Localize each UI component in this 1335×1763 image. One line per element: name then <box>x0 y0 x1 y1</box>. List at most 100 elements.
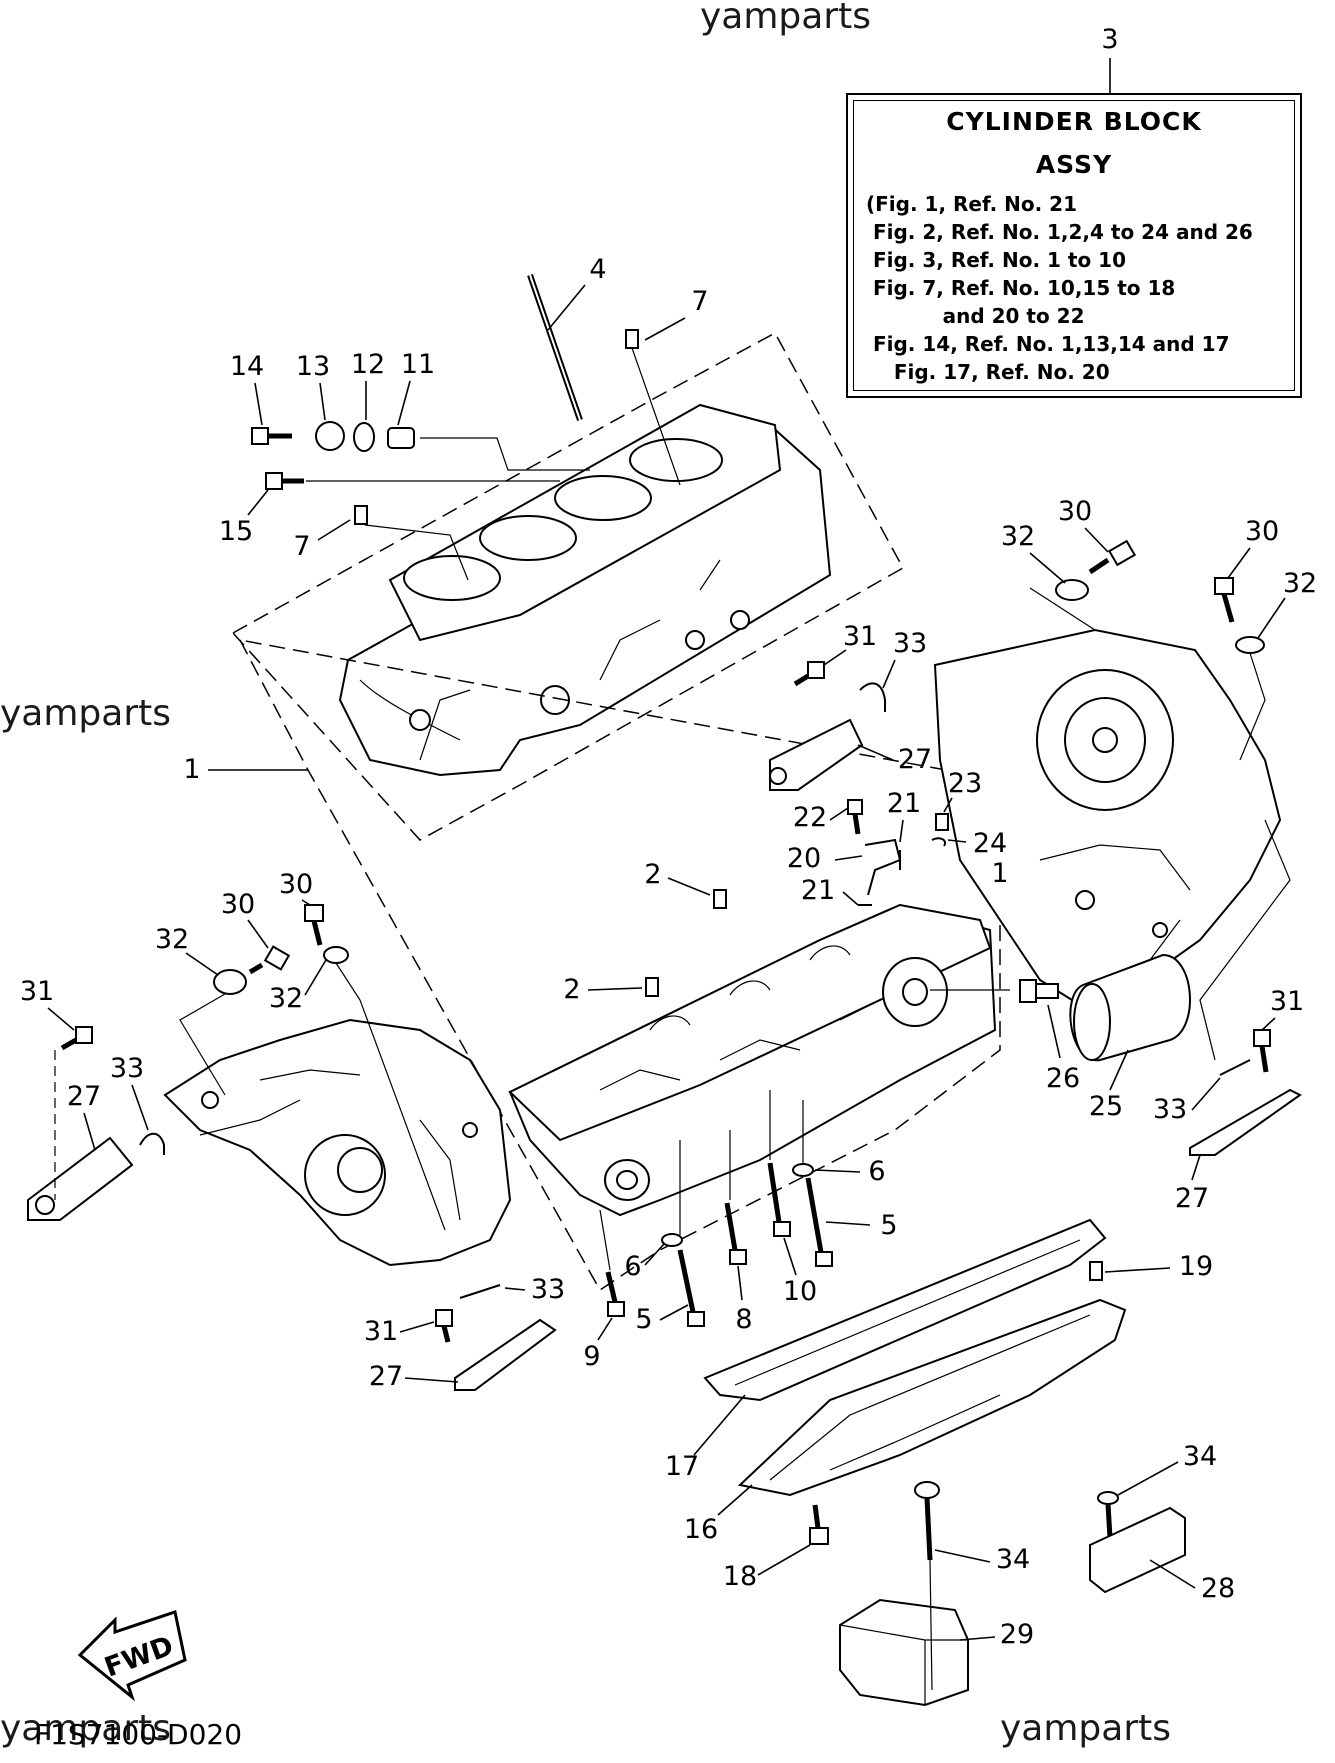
callout-30d[interactable]: 30 <box>279 869 313 900</box>
stud-bolt-4[interactable] <box>527 274 583 421</box>
callout-6a[interactable]: 6 <box>868 1156 885 1187</box>
dowel-pin-2b[interactable] <box>645 977 659 997</box>
callout-27a[interactable]: 27 <box>898 744 932 775</box>
callout-28[interactable]: 28 <box>1201 1573 1235 1604</box>
washer-6b[interactable] <box>661 1233 683 1247</box>
callout-17[interactable]: 17 <box>665 1451 699 1482</box>
bolt-8[interactable] <box>724 1202 747 1265</box>
callout-30b[interactable]: 30 <box>1245 516 1279 547</box>
callout-31d[interactable]: 31 <box>364 1316 398 1347</box>
callout-6b[interactable]: 6 <box>624 1251 641 1282</box>
crankcase-lower[interactable] <box>508 903 997 1217</box>
callout-2b[interactable]: 2 <box>563 974 580 1005</box>
bracket-27a[interactable] <box>769 718 864 791</box>
plug-11[interactable] <box>387 427 415 449</box>
callout-20[interactable]: 20 <box>787 843 821 874</box>
callout-7b[interactable]: 7 <box>293 531 310 562</box>
washer-32b[interactable] <box>1235 636 1265 654</box>
oil-pan-gasket-17[interactable] <box>703 1218 1107 1402</box>
callout-24[interactable]: 24 <box>973 828 1007 859</box>
cylinder-block-upper[interactable] <box>231 331 905 841</box>
clip-33b[interactable] <box>1219 1059 1251 1076</box>
bolt-31b[interactable] <box>1253 1029 1271 1073</box>
callout-31b[interactable]: 31 <box>1270 986 1304 1017</box>
callout-33b[interactable]: 33 <box>1153 1094 1187 1125</box>
callout-1b[interactable]: 1 <box>991 858 1008 889</box>
bolt-22[interactable] <box>847 799 863 835</box>
callout-25[interactable]: 25 <box>1089 1091 1123 1122</box>
callout-34a[interactable]: 34 <box>1183 1441 1217 1472</box>
bolt-34b[interactable] <box>914 1481 940 1561</box>
clip-33d[interactable] <box>459 1284 501 1299</box>
callout-26[interactable]: 26 <box>1046 1063 1080 1094</box>
bolt-34a[interactable] <box>1097 1491 1119 1539</box>
callout-32c[interactable]: 32 <box>155 924 189 955</box>
bolt-15[interactable] <box>265 472 304 490</box>
callout-21b[interactable]: 21 <box>801 875 835 906</box>
washer-32d[interactable] <box>323 946 349 964</box>
bolt-31d[interactable] <box>435 1309 453 1343</box>
callout-33d[interactable]: 33 <box>531 1274 565 1305</box>
callout-11[interactable]: 11 <box>401 349 435 380</box>
bracket-27b[interactable] <box>1189 1088 1302 1156</box>
callout-34b[interactable]: 34 <box>996 1544 1030 1575</box>
callout-9[interactable]: 9 <box>583 1341 600 1372</box>
callout-22[interactable]: 22 <box>793 802 827 833</box>
callout-5b[interactable]: 5 <box>635 1304 652 1335</box>
callout-10[interactable]: 10 <box>783 1276 817 1307</box>
bolt-30d[interactable] <box>304 904 324 946</box>
oil-pan-16[interactable] <box>737 1298 1127 1497</box>
bolt-31c[interactable] <box>60 1026 93 1051</box>
dowel-pin-2a[interactable] <box>713 889 727 909</box>
callout-23[interactable]: 23 <box>948 768 982 799</box>
callout-18[interactable]: 18 <box>723 1561 757 1592</box>
callout-14[interactable]: 14 <box>230 351 264 382</box>
callout-4[interactable]: 4 <box>589 254 606 285</box>
bracket-28[interactable] <box>1089 1506 1186 1594</box>
callout-32b[interactable]: 32 <box>1283 568 1317 599</box>
damper-29[interactable] <box>839 1598 969 1707</box>
washer-32c[interactable] <box>213 969 247 995</box>
callout-33a[interactable]: 33 <box>893 628 927 659</box>
callout-29[interactable]: 29 <box>1000 1619 1034 1650</box>
callout-30a[interactable]: 30 <box>1058 496 1092 527</box>
callout-32d[interactable]: 32 <box>269 983 303 1014</box>
oil-filter-25[interactable] <box>1069 953 1191 1062</box>
washer-6a[interactable] <box>792 1163 814 1177</box>
callout-21a[interactable]: 21 <box>887 788 921 819</box>
callout-3[interactable]: 3 <box>1101 24 1118 55</box>
bolt-31a[interactable] <box>793 661 825 687</box>
washer-32a[interactable] <box>1055 579 1089 601</box>
side-cover-left[interactable] <box>163 1018 512 1267</box>
dowel-pin-19[interactable] <box>1089 1261 1103 1281</box>
union-bolt-26[interactable] <box>1019 979 1059 1003</box>
o-ring-12[interactable] <box>353 422 375 452</box>
callout-2a[interactable]: 2 <box>644 859 661 890</box>
callout-32a[interactable]: 32 <box>1001 521 1035 552</box>
bolt-10[interactable] <box>767 1162 791 1237</box>
callout-12[interactable]: 12 <box>351 349 385 380</box>
bolt-30a[interactable] <box>1088 539 1137 575</box>
bolt-30c[interactable] <box>248 945 291 975</box>
callout-33c[interactable]: 33 <box>110 1053 144 1084</box>
bolt-9[interactable] <box>605 1271 625 1317</box>
clip-33a[interactable] <box>859 682 886 712</box>
bolt-5b[interactable] <box>677 1249 705 1327</box>
hose-clamp-24[interactable] <box>931 837 946 847</box>
callout-31a[interactable]: 31 <box>843 621 877 652</box>
callout-15[interactable]: 15 <box>219 516 253 547</box>
callout-13[interactable]: 13 <box>296 351 330 382</box>
callout-7a[interactable]: 7 <box>691 286 708 317</box>
callout-19[interactable]: 19 <box>1179 1251 1213 1282</box>
washer-13[interactable] <box>315 421 345 451</box>
callout-1a[interactable]: 1 <box>183 754 200 785</box>
callout-30c[interactable]: 30 <box>221 889 255 920</box>
plug-23[interactable] <box>935 813 949 831</box>
callout-27c[interactable]: 27 <box>67 1081 101 1112</box>
bolt-30b[interactable] <box>1214 577 1235 623</box>
dowel-pin-7b[interactable] <box>354 505 368 525</box>
callout-5a[interactable]: 5 <box>880 1210 897 1241</box>
side-cover-right[interactable] <box>933 628 1282 1007</box>
callout-31c[interactable]: 31 <box>20 976 54 1007</box>
breather-pipe-20[interactable] <box>864 838 902 896</box>
